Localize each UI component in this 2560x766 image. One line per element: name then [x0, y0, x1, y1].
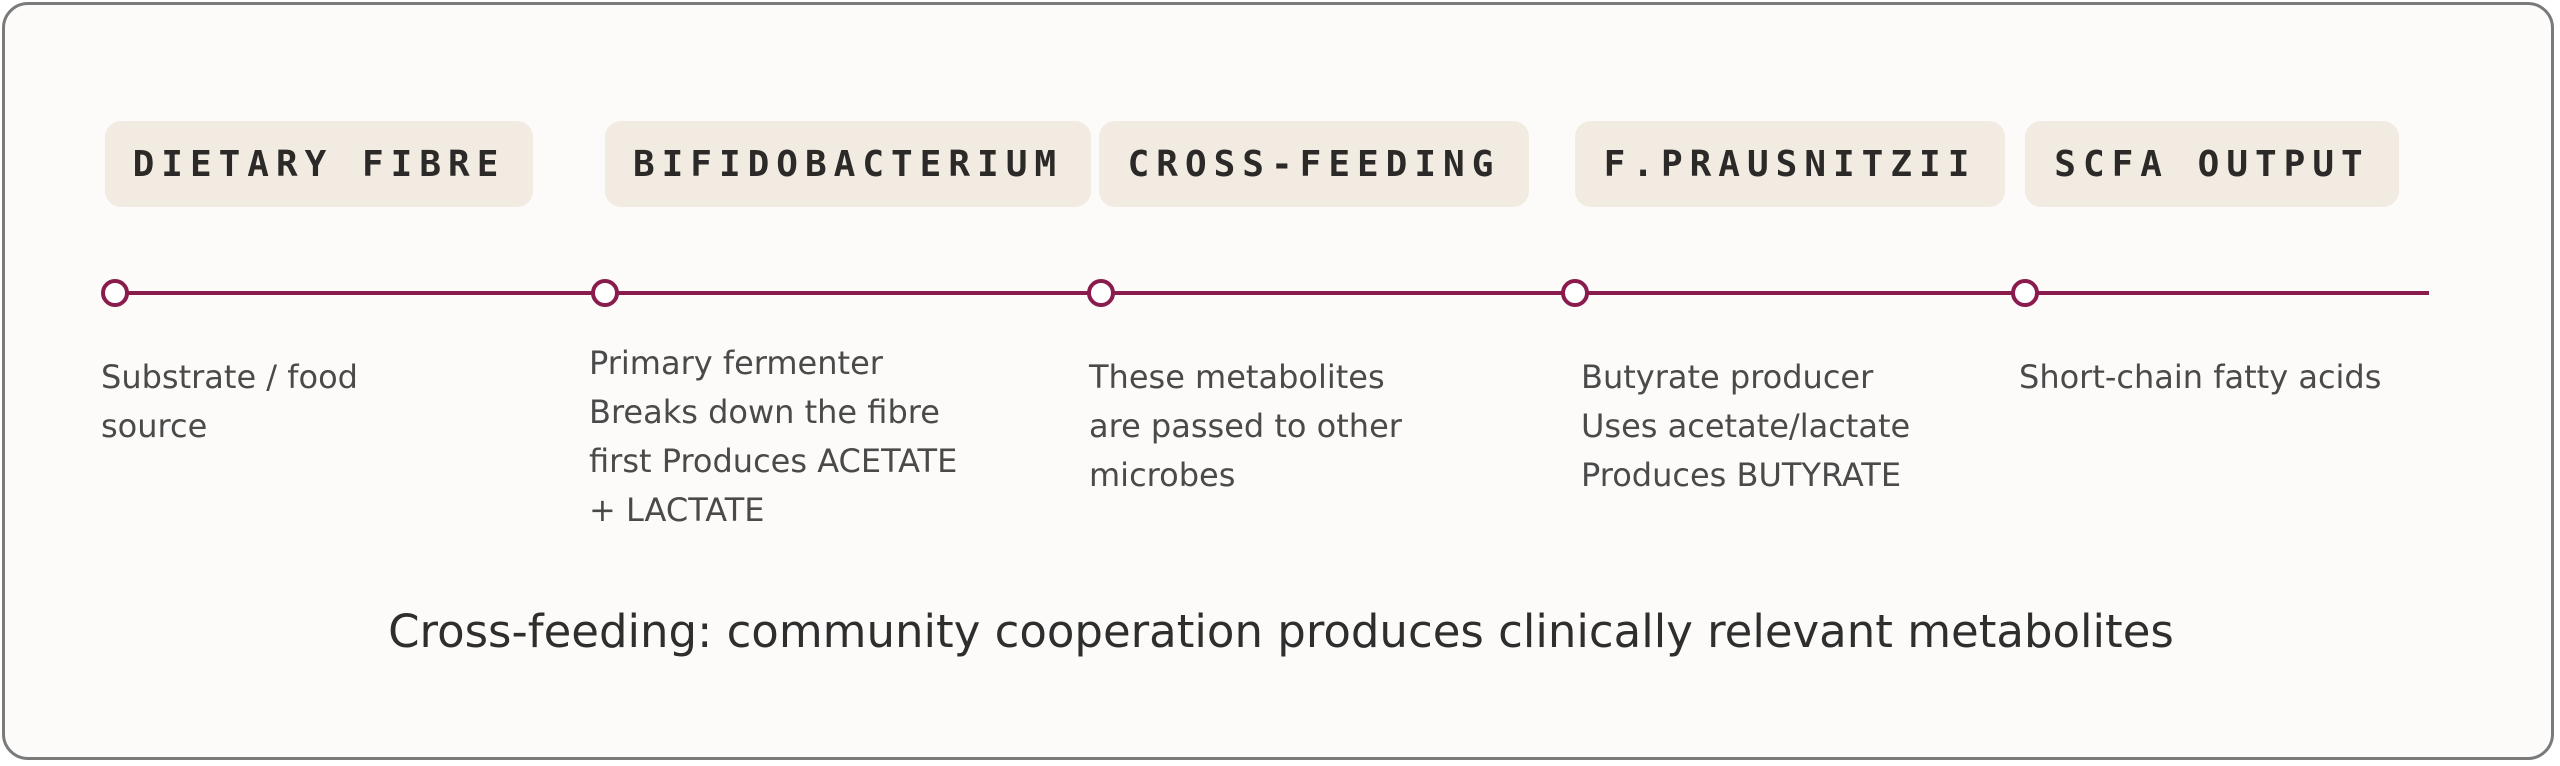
- stage-label-dietary-fibre: DIETARY FIBRE: [105, 121, 533, 207]
- stage-description-bifidobacterium: Primary fermenter Breaks down the fibre …: [589, 344, 958, 529]
- stage-label-f-prausnitzii: F.PRAUSNITZII: [1575, 121, 2005, 207]
- timeline-node-bifidobacterium: [591, 279, 619, 307]
- timeline-node-dietary-fibre: [101, 279, 129, 307]
- stage-description-cross-feeding: These metabolites are passed to other mi…: [1089, 358, 1402, 494]
- timeline-node-cross-feeding: [1087, 279, 1115, 307]
- stage-label-cross-feeding: CROSS-FEEDING: [1099, 121, 1529, 207]
- timeline-node-scfa-output: [2011, 279, 2039, 307]
- stage-description-dietary-fibre: Substrate / food source: [101, 358, 358, 445]
- stage-label-scfa-output: SCFA OUTPUT: [2025, 121, 2399, 207]
- timeline-node-f-prausnitzii: [1561, 279, 1589, 307]
- stage-description-scfa-output: Short-chain fatty acids: [2019, 358, 2382, 396]
- diagram-caption: Cross-feeding: community cooperation pro…: [388, 605, 2174, 658]
- stage-description-f-prausnitzii: Butyrate producer Uses acetate/lactate P…: [1581, 358, 1911, 494]
- stage-label-bifidobacterium: BIFIDOBACTERIUM: [605, 121, 1091, 207]
- timeline-line: [115, 291, 2429, 295]
